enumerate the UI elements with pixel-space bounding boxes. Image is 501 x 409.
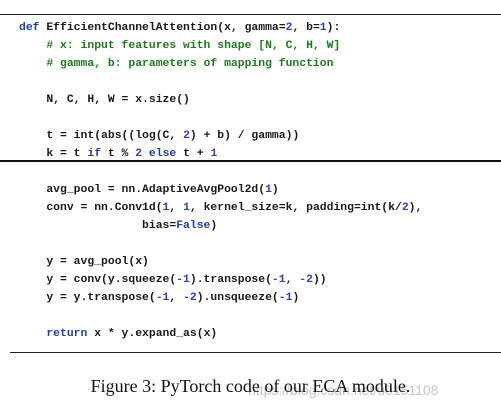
- code-token: ): [271, 184, 279, 196]
- code-token: ,: [285, 274, 300, 286]
- code-number: 2: [285, 22, 293, 34]
- code-number: -1: [155, 292, 170, 304]
- watermark: https://blog.csdn.net/u0151108: [248, 382, 439, 398]
- code-keyword: return: [46, 328, 88, 340]
- top-rule: [0, 14, 501, 15]
- code-line: conv = nn.Conv1d(1, 1, kernel_size=k, pa…: [19, 200, 422, 217]
- code-token: avg_pool = nn.AdaptiveAvgPool2d(: [19, 184, 266, 196]
- code-token: ): [292, 292, 300, 304]
- code-line: bias=False): [19, 218, 217, 235]
- page-break-rule: [0, 160, 501, 162]
- code-token: y = avg_pool(x): [19, 256, 149, 268]
- code-token: conv = nn.Conv1d(: [19, 202, 163, 214]
- code-number: 2: [401, 202, 409, 214]
- code-token: t = int(abs((log(C,: [19, 130, 184, 142]
- code-token: ,: [169, 202, 184, 214]
- code-token: , kernel_size=k, padding=int(k/: [189, 202, 402, 214]
- code-line: return x * y.expand_as(x): [19, 326, 217, 343]
- code-keyword: else: [148, 148, 177, 160]
- code-token: y = conv(y.squeeze(: [19, 274, 177, 286]
- code-keyword: def: [19, 22, 47, 34]
- code-token: [142, 148, 149, 160]
- code-token: [19, 58, 46, 70]
- code-number: 1: [162, 202, 170, 214]
- code-keyword: if: [87, 148, 102, 160]
- code-token: ).unsqueeze(: [196, 292, 279, 304]
- code-number: 1: [210, 148, 218, 160]
- code-number: -1: [278, 292, 293, 304]
- code-token: ):: [326, 22, 341, 34]
- code-token: bias=: [19, 220, 177, 232]
- code-number: 2: [183, 130, 190, 142]
- figure-caption: Figure 3: PyTorch code of our ECA module…: [90, 376, 411, 396]
- code-line: t = int(abs((log(C, 2) + b) / gamma)): [19, 128, 299, 145]
- code-number: 1: [183, 202, 190, 214]
- code-keyword: False: [176, 220, 211, 232]
- code-token: x * y.expand_as(x): [87, 328, 218, 340]
- code-number: -2: [299, 274, 313, 286]
- code-line: N, C, H, W = x.size(): [19, 92, 190, 109]
- code-line: def EfficientChannelAttention(x, gamma=2…: [19, 20, 340, 37]
- code-number: -1: [176, 274, 190, 286]
- code-line: y = y.transpose(-1, -2).unsqueeze(-1): [19, 290, 299, 307]
- code-line: k = t if t % 2 else t + 1: [19, 146, 217, 163]
- code-number: -1: [271, 274, 286, 286]
- code-token: ,: [169, 292, 184, 304]
- code-line: avg_pool = nn.AdaptiveAvgPool2d(1): [19, 182, 279, 199]
- code-token: y = y.transpose(: [19, 292, 156, 304]
- code-token: k = t: [19, 148, 88, 160]
- code-token: , b=: [292, 22, 320, 34]
- code-token: N, C, H, W = x.size(): [19, 94, 190, 106]
- code-token: ).transpose(: [189, 274, 272, 286]
- code-token: ),: [408, 202, 423, 214]
- code-token: ): [210, 220, 218, 232]
- code-token: )): [312, 274, 327, 286]
- code-token: t %: [101, 148, 136, 160]
- code-token: ) + b) / gamma)): [189, 130, 300, 142]
- code-line: y = avg_pool(x): [19, 254, 149, 271]
- code-number: -2: [183, 292, 197, 304]
- code-number: 1: [319, 22, 327, 34]
- code-number: 1: [265, 184, 272, 196]
- code-line: # gamma, b: parameters of mapping functi…: [19, 56, 333, 73]
- code-line: y = conv(y.squeeze(-1).transpose(-1, -2)…: [19, 272, 327, 289]
- code-token: EfficientChannelAttention(x, gamma=: [46, 22, 286, 34]
- code-token: [19, 328, 46, 340]
- code-listing: def EfficientChannelAttention(x, gamma=2…: [0, 14, 501, 353]
- code-token: t +: [176, 148, 211, 160]
- code-number: 2: [135, 148, 143, 160]
- code-token: [19, 40, 46, 52]
- code-line: # x: input features with shape [N, C, H,…: [19, 38, 340, 55]
- code-comment: # x: input features with shape [N, C, H,…: [46, 40, 341, 52]
- code-comment: # gamma, b: parameters of mapping functi…: [46, 58, 334, 70]
- bottom-rule: [10, 352, 501, 353]
